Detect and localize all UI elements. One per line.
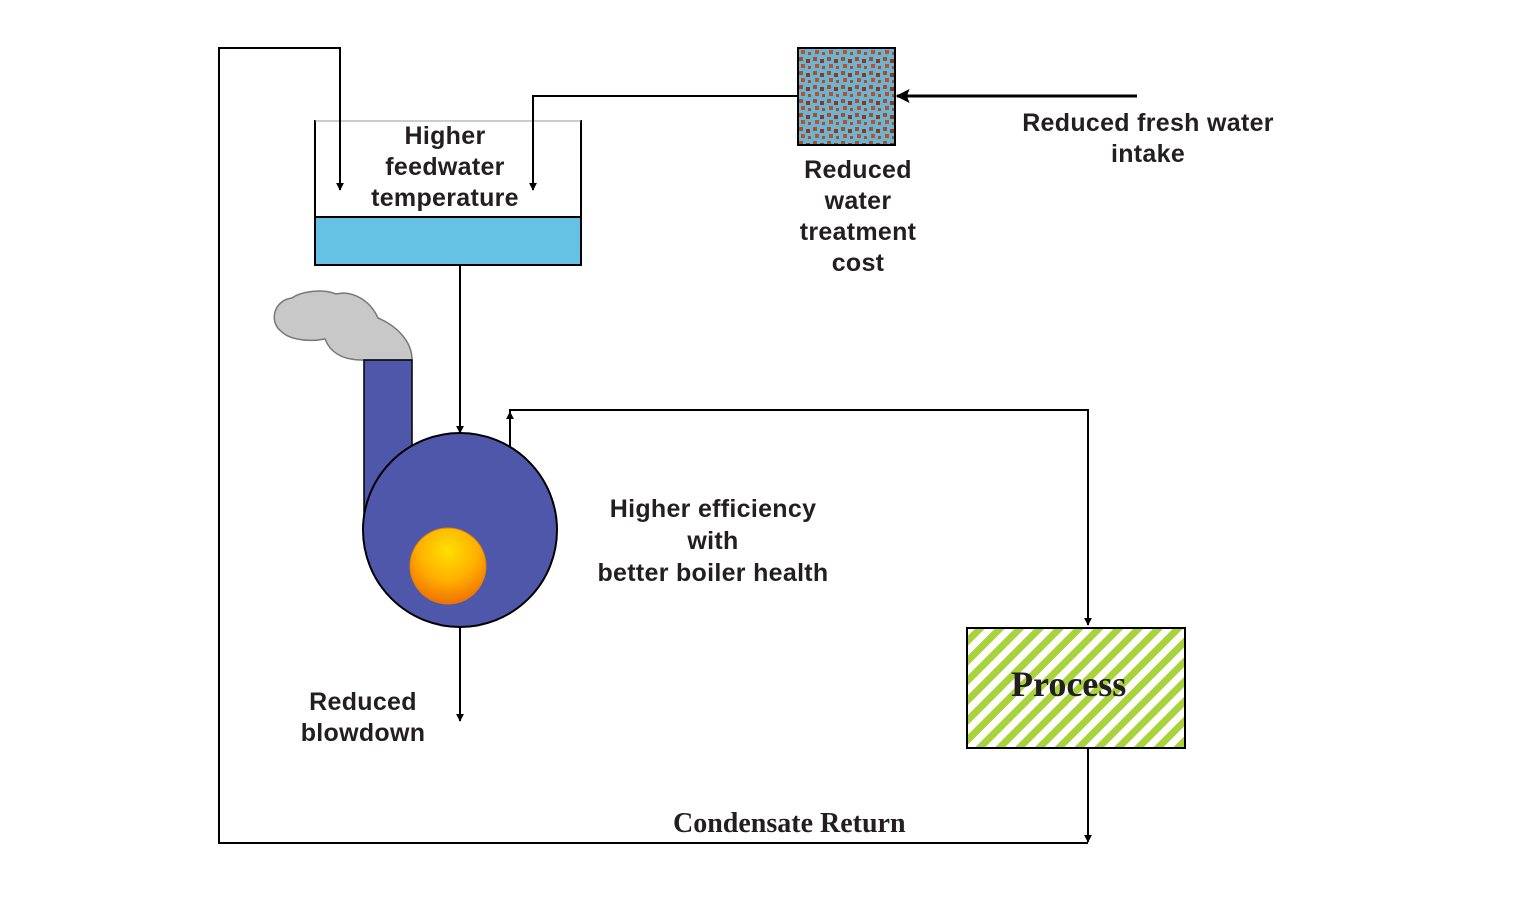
process-label: Process	[1011, 664, 1127, 704]
treated-water-line	[529, 95, 798, 191]
condensate-return-loop	[218, 47, 1088, 844]
flame-icon	[409, 527, 487, 605]
process-box	[966, 627, 1186, 749]
feedwater-tank	[314, 120, 582, 266]
water-treatment-cost-label: Reduced water treatment cost	[799, 156, 917, 277]
fresh-water-intake-label: Reduced fresh water intake	[1022, 109, 1274, 168]
efficiency-label: Higher efficiency with better boiler hea…	[597, 495, 829, 587]
feedwater-temperature-label: Higher feedwater temperature	[371, 122, 519, 212]
blowdown-label: Reduced blowdown	[300, 688, 426, 747]
condensate-return-label: Condensate Return	[673, 808, 906, 839]
smoke-icon	[273, 290, 413, 361]
water-treatment-filter	[797, 47, 896, 146]
tank-water	[314, 216, 582, 266]
